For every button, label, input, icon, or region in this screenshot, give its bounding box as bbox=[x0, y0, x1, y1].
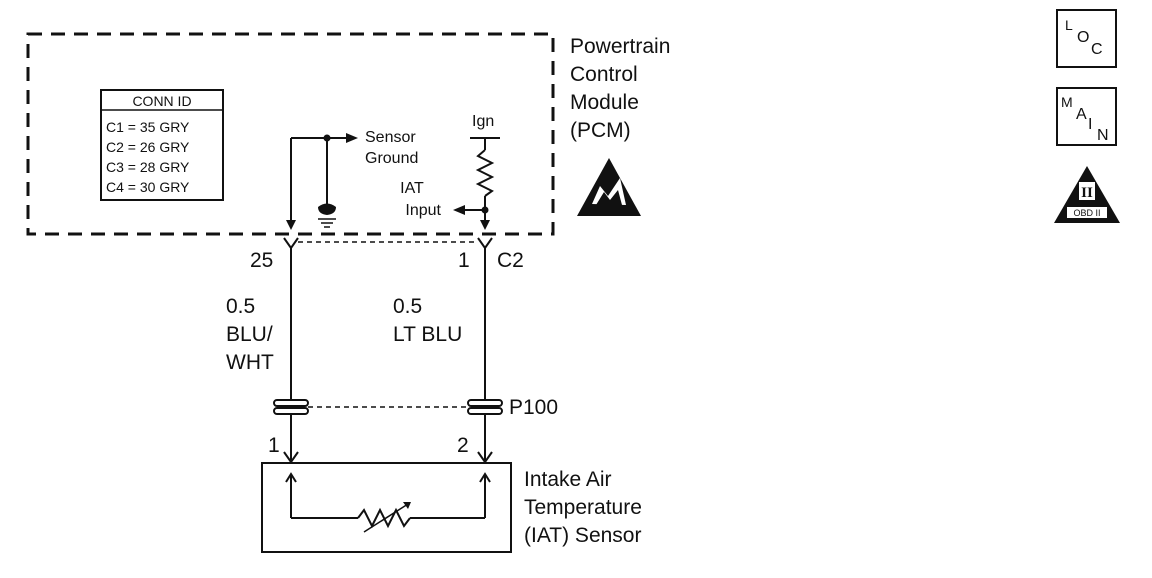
iat-input-label: IAT Input bbox=[400, 180, 441, 219]
svg-text:I: I bbox=[1088, 116, 1092, 133]
svg-text:C: C bbox=[1091, 41, 1103, 58]
connector-c2 bbox=[283, 237, 493, 250]
svg-text:A: A bbox=[1076, 106, 1087, 123]
pin-number-right: 1 bbox=[458, 249, 470, 272]
pcm-title: Powertrain Control Module (PCM) bbox=[570, 35, 676, 142]
pcm-boundary bbox=[26, 32, 555, 236]
connector-id-label: C2 bbox=[497, 249, 524, 272]
conn-row: C3 = 28 GRY bbox=[106, 159, 190, 175]
svg-text:L: L bbox=[1065, 17, 1073, 33]
conn-row: C4 = 30 GRY bbox=[106, 179, 190, 195]
svg-text:M: M bbox=[1061, 94, 1073, 110]
conn-row: C1 = 35 GRY bbox=[106, 119, 190, 135]
ign-label: Ign bbox=[472, 113, 494, 130]
sensor-ground-label: Sensor Ground bbox=[365, 129, 420, 167]
sensor-pin-left: 1 bbox=[268, 434, 280, 457]
inline-connector-label: P100 bbox=[509, 396, 558, 419]
conn-row: C2 = 26 GRY bbox=[106, 139, 190, 155]
esd-warning-icon bbox=[577, 158, 641, 216]
loc-icon: L O C bbox=[1056, 9, 1117, 68]
inline-connector-p100 bbox=[273, 399, 503, 415]
wire-left-label: 0.5 BLU/ WHT bbox=[226, 295, 279, 374]
conn-id-table: CONN ID C1 = 35 GRY C2 = 26 GRY C3 = 28 … bbox=[100, 89, 224, 201]
iat-sensor bbox=[261, 462, 512, 553]
svg-text:II: II bbox=[1081, 185, 1093, 201]
pin-number-left: 25 bbox=[250, 249, 273, 272]
obd-ii-icon: II OBD II bbox=[1054, 166, 1120, 223]
svg-text:O: O bbox=[1077, 29, 1089, 46]
main-icon: M A I N bbox=[1056, 87, 1117, 146]
iat-sensor-title: Intake Air Temperature (IAT) Sensor bbox=[524, 468, 648, 547]
sensor-pin-right: 2 bbox=[457, 434, 469, 457]
sensor-ground-circuit bbox=[286, 133, 358, 230]
svg-text:OBD II: OBD II bbox=[1073, 208, 1100, 218]
ign-pullup-circuit bbox=[453, 137, 500, 230]
conn-id-header: CONN ID bbox=[132, 93, 191, 109]
wire-right-label: 0.5 LT BLU bbox=[393, 295, 462, 346]
svg-text:N: N bbox=[1097, 127, 1109, 144]
